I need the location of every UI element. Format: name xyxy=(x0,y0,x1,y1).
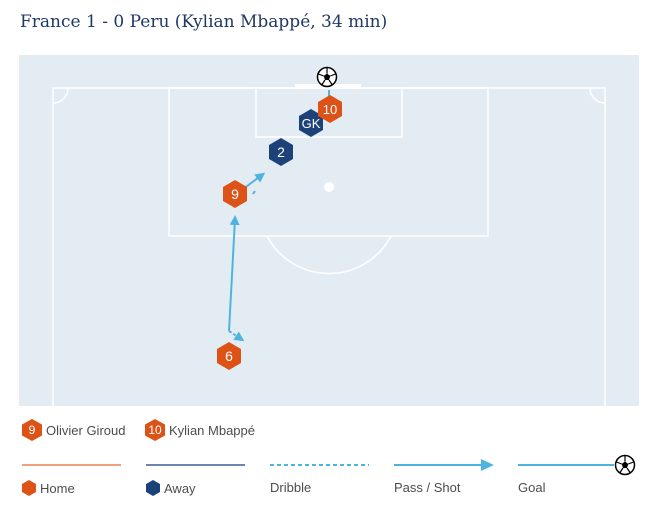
legend-pass-shot: Pass / Shot xyxy=(394,480,460,495)
pass-arrow-stub xyxy=(252,190,256,195)
legend-home-label: Home xyxy=(40,480,75,496)
key-player-mbappe: 10 Kylian Mbappé xyxy=(145,419,255,441)
penalty-spot xyxy=(324,182,334,192)
hexagon-away-icon xyxy=(146,480,160,496)
legend-pass-shot-label: Pass / Shot xyxy=(394,480,461,495)
pass-arrow xyxy=(228,215,240,332)
hexagon-home-icon: 10 xyxy=(145,419,165,441)
player-gk-label: GK xyxy=(302,116,321,131)
legend-away-label: Away xyxy=(164,480,196,496)
legend-dribble: Dribble xyxy=(270,480,311,495)
player-2-label: 2 xyxy=(277,144,285,160)
pitch-diagram: 6 9 2 GK 10 xyxy=(19,55,639,406)
soccer-ball-icon xyxy=(614,454,636,476)
chart-title: France 1 - 0 Peru (Kylian Mbappé, 34 min… xyxy=(20,12,388,32)
key-player-name: Olivier Giroud xyxy=(46,422,126,438)
legend-dribble-label: Dribble xyxy=(270,480,312,495)
soccer-ball-icon xyxy=(316,66,338,88)
player-10-label: 10 xyxy=(323,102,337,117)
player-9: 9 xyxy=(223,180,247,208)
player-gk: GK xyxy=(299,109,323,137)
player-10: 10 xyxy=(318,95,342,123)
hexagon-home-icon xyxy=(22,480,36,496)
arrow-icon xyxy=(481,459,494,471)
key-player-number: 9 xyxy=(28,423,36,437)
legend-goal-label: Goal xyxy=(518,480,546,495)
key-player-number: 10 xyxy=(148,423,162,437)
pitch: 6 9 2 GK 10 xyxy=(19,55,639,406)
legend-away: Away xyxy=(146,480,196,496)
key-player-giroud: 9 Olivier Giroud xyxy=(22,419,125,441)
legend-home: Home xyxy=(22,480,75,496)
legend-lines xyxy=(22,454,636,476)
player-2: 2 xyxy=(269,138,293,166)
dribble-arrow xyxy=(228,330,245,342)
player-6-label: 6 xyxy=(225,348,233,364)
key-player-name: Kylian Mbappé xyxy=(169,422,255,438)
player-9-label: 9 xyxy=(231,186,239,202)
hexagon-home-icon: 9 xyxy=(22,419,42,441)
legend-goal: Goal xyxy=(518,480,545,495)
player-6: 6 xyxy=(217,342,241,370)
